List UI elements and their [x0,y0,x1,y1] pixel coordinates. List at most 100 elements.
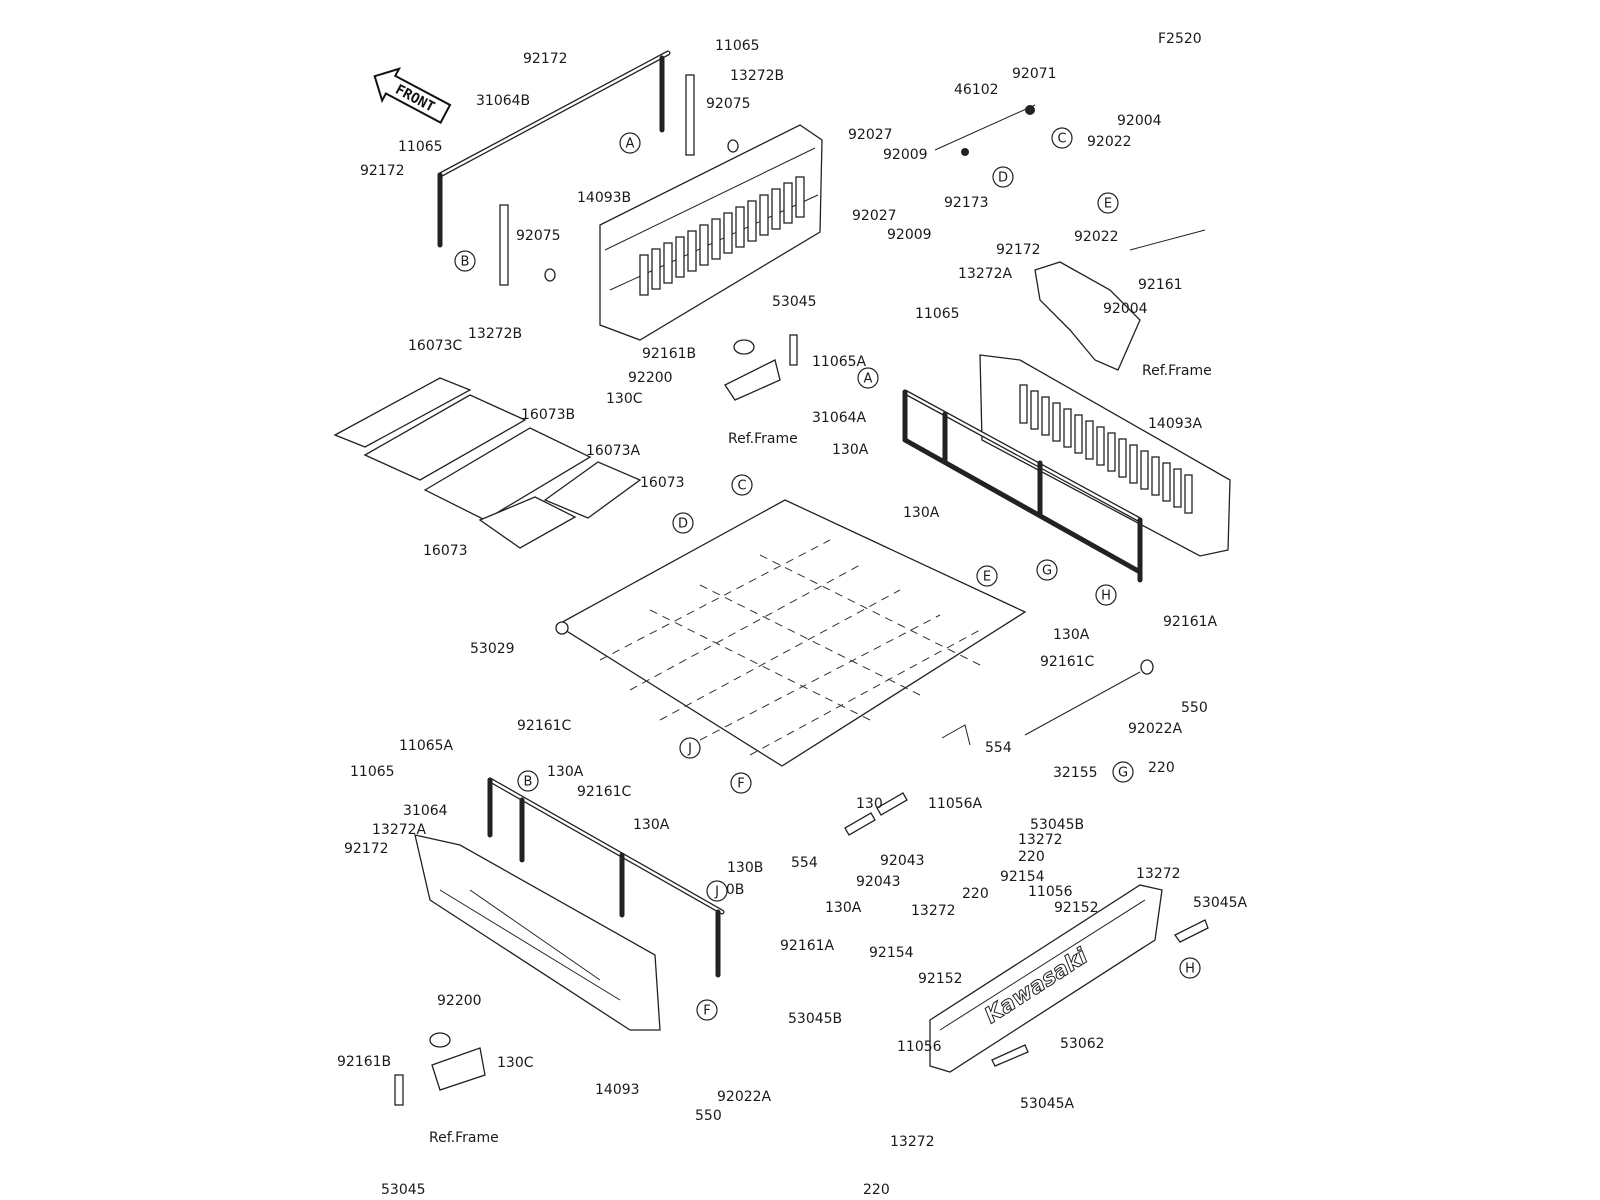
part-number-label: 13272 [911,903,956,919]
part-number-label: 11065 [915,306,960,322]
part-number-label: 53045 [772,294,817,310]
callout-letter: H [1101,589,1111,604]
callout-d: D [992,166,1014,188]
part-number-label: 92043 [880,853,925,869]
part-number-label: 11065 [398,139,443,155]
part-number-label: 13272 [1018,832,1063,848]
mat-16073b [363,394,527,481]
front-arrow-icon: FRONT [373,67,452,124]
mat-16073-2 [478,496,577,549]
part-number-label: 53062 [1060,1036,1105,1052]
callout-letter: G [1042,564,1052,579]
part-number-label: 554 [985,740,1012,756]
part-number-label: 16073C [408,338,463,354]
callout-c: C [1051,127,1073,149]
callout-letter: C [1057,132,1066,147]
callout-a: A [619,132,641,154]
part-number-label: 31064 [403,803,448,819]
part-number-label: 92161A [780,938,835,954]
part-number-label: 130C [606,391,643,407]
part-number-label: 31064A [812,410,867,426]
part-number-label: 92161 [1138,277,1183,293]
part-number-label: 130B [727,860,763,876]
part-number-label: Ref.Frame [1142,363,1212,379]
part-number-label: 53045B [1030,817,1084,833]
part-number-label: 92009 [883,147,928,163]
part-number-label: 92161C [1040,654,1095,670]
part-number-label: Ref.Frame [429,1130,499,1146]
part-number-label: 14093A [1148,416,1203,432]
part-number-label: 11056 [897,1039,942,1055]
callout-letter: F [703,1004,710,1019]
callout-c: C [731,474,753,496]
part-number-label: 11056 [1028,884,1073,900]
part-number-label: 130A [547,764,584,780]
callout-letter: H [1185,962,1195,977]
part-number-label: 92075 [516,228,561,244]
part-number-label: 13272B [730,68,784,84]
callout-letter: D [678,517,688,532]
part-number-label: 92027 [852,208,897,224]
mats [333,377,642,549]
mat-16073 [543,461,642,519]
latch-left [394,1032,486,1106]
part-number-label: 53045 [381,1182,426,1198]
part-number-label: 53045B [788,1011,842,1027]
part-number-label: 53045A [1020,1096,1075,1112]
part-number-label: 92004 [1103,301,1148,317]
part-number-label: 92200 [437,993,482,1009]
part-number-label: 92022A [1128,721,1183,737]
part-number-label: 13272A [372,822,427,838]
part-number-label: 130A [1053,627,1090,643]
part-number-label: 13272A [958,266,1013,282]
part-number-label: 92022 [1074,229,1119,245]
part-number-label: 92172 [996,242,1041,258]
part-number-label: 550 [1181,700,1208,716]
part-number-label: 550 [695,1108,722,1124]
part-number-label: 92075 [706,96,751,112]
part-number-label: 130 [856,796,883,812]
part-number-label: 220 [863,1182,890,1198]
part-number-label: 92154 [1000,869,1045,885]
callout-letter: B [524,775,533,790]
part-number-label: 92161C [577,784,632,800]
callout-letter: B [461,255,470,270]
part-number-label: 92173 [944,195,989,211]
nut-92071 [1025,105,1035,115]
part-number-label: Ref.Frame [728,431,798,447]
rod-46102 [934,104,1036,151]
part-number-label: 220 [962,886,989,902]
callout-letter: A [626,137,635,152]
callout-g: G [1112,761,1134,783]
part-number-label: 92152 [918,971,963,987]
callout-e: E [1097,192,1119,214]
callout-j: J [706,880,728,902]
part-number-label: 92172 [344,841,389,857]
callout-h: H [1179,957,1201,979]
callout-d: D [672,512,694,534]
part-number-label: 32155 [1053,765,1098,781]
part-number-label: 31064B [476,93,530,109]
callout-f: F [696,999,718,1021]
callout-letter: A [864,372,873,387]
part-number-label: 92172 [360,163,405,179]
callout-e: E [976,565,998,587]
part-number-label: 130A [633,817,670,833]
part-number-label: 16073 [640,475,685,491]
part-number-label: F2520 [1158,31,1202,47]
part-number-label: 11065 [350,764,395,780]
mat-16073c [333,377,472,448]
part-number-label: 92172 [523,51,568,67]
callout-a: A [857,367,879,389]
part-number-label: 92161B [642,346,696,362]
part-number-label: 11065A [399,738,454,754]
part-number-label: 92152 [1054,900,1099,916]
callout-letter: D [998,171,1008,186]
part-number-label: 92022 [1087,134,1132,150]
part-number-label: 130A [832,442,869,458]
part-number-label: 220 [1148,760,1175,776]
